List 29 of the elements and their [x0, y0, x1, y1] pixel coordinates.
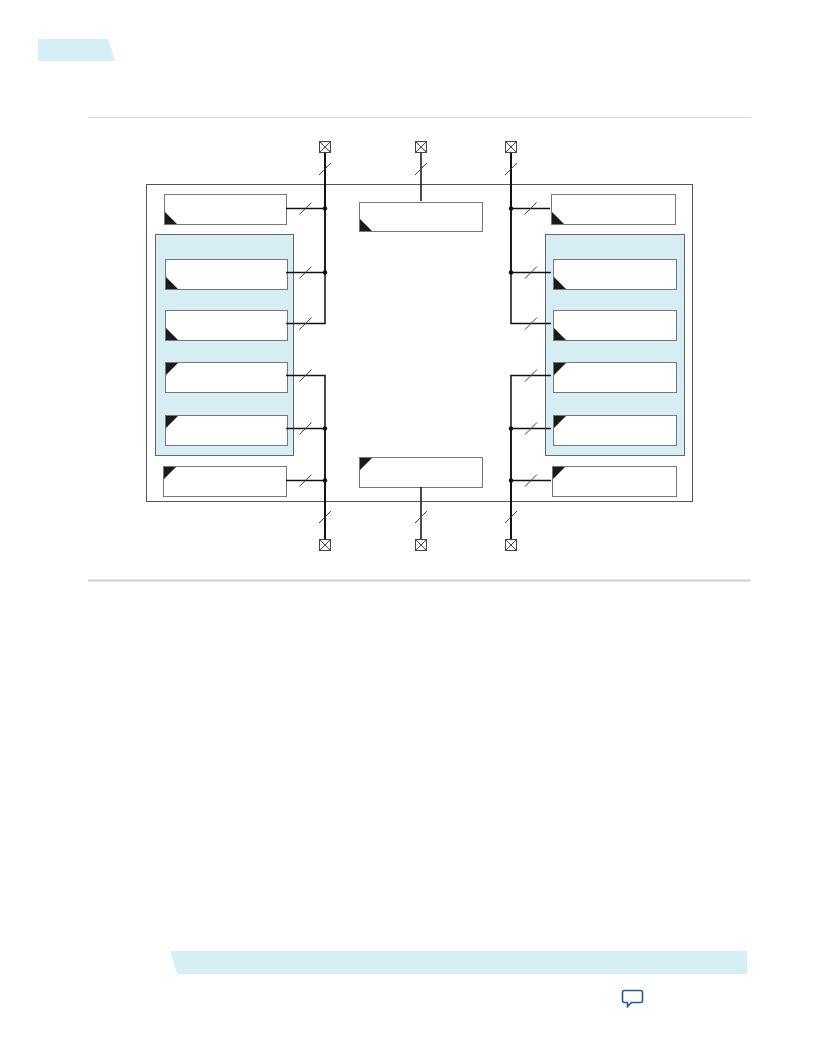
block-group-panel: [545, 234, 685, 456]
bus-line: [510, 152, 552, 325]
block-box: [165, 310, 288, 341]
bus-line: [285, 479, 326, 540]
bus-line: [510, 479, 552, 540]
pin-pad: [415, 539, 427, 551]
block-box: [164, 194, 287, 225]
pin-pad: [415, 141, 427, 153]
pin-pad: [505, 141, 517, 153]
block-box: [552, 466, 677, 497]
block-box: [165, 415, 288, 446]
bus-line: [285, 152, 326, 325]
block-box: [359, 457, 483, 488]
pin-pad: [319, 539, 331, 551]
block-box: [163, 466, 287, 497]
block-box: [553, 362, 677, 393]
bus-line: [420, 152, 422, 202]
block-box: [553, 415, 677, 446]
pin-pad: [505, 539, 517, 551]
block-box: [551, 194, 676, 225]
block-box: [165, 362, 288, 393]
block-group-panel: [155, 234, 294, 456]
bus-line: [420, 486, 422, 540]
block-box: [359, 202, 483, 232]
block-box: [553, 310, 677, 341]
block-box: [553, 259, 677, 290]
block-box: [165, 259, 288, 290]
pin-pad: [319, 141, 331, 153]
device-outline: [146, 184, 693, 502]
